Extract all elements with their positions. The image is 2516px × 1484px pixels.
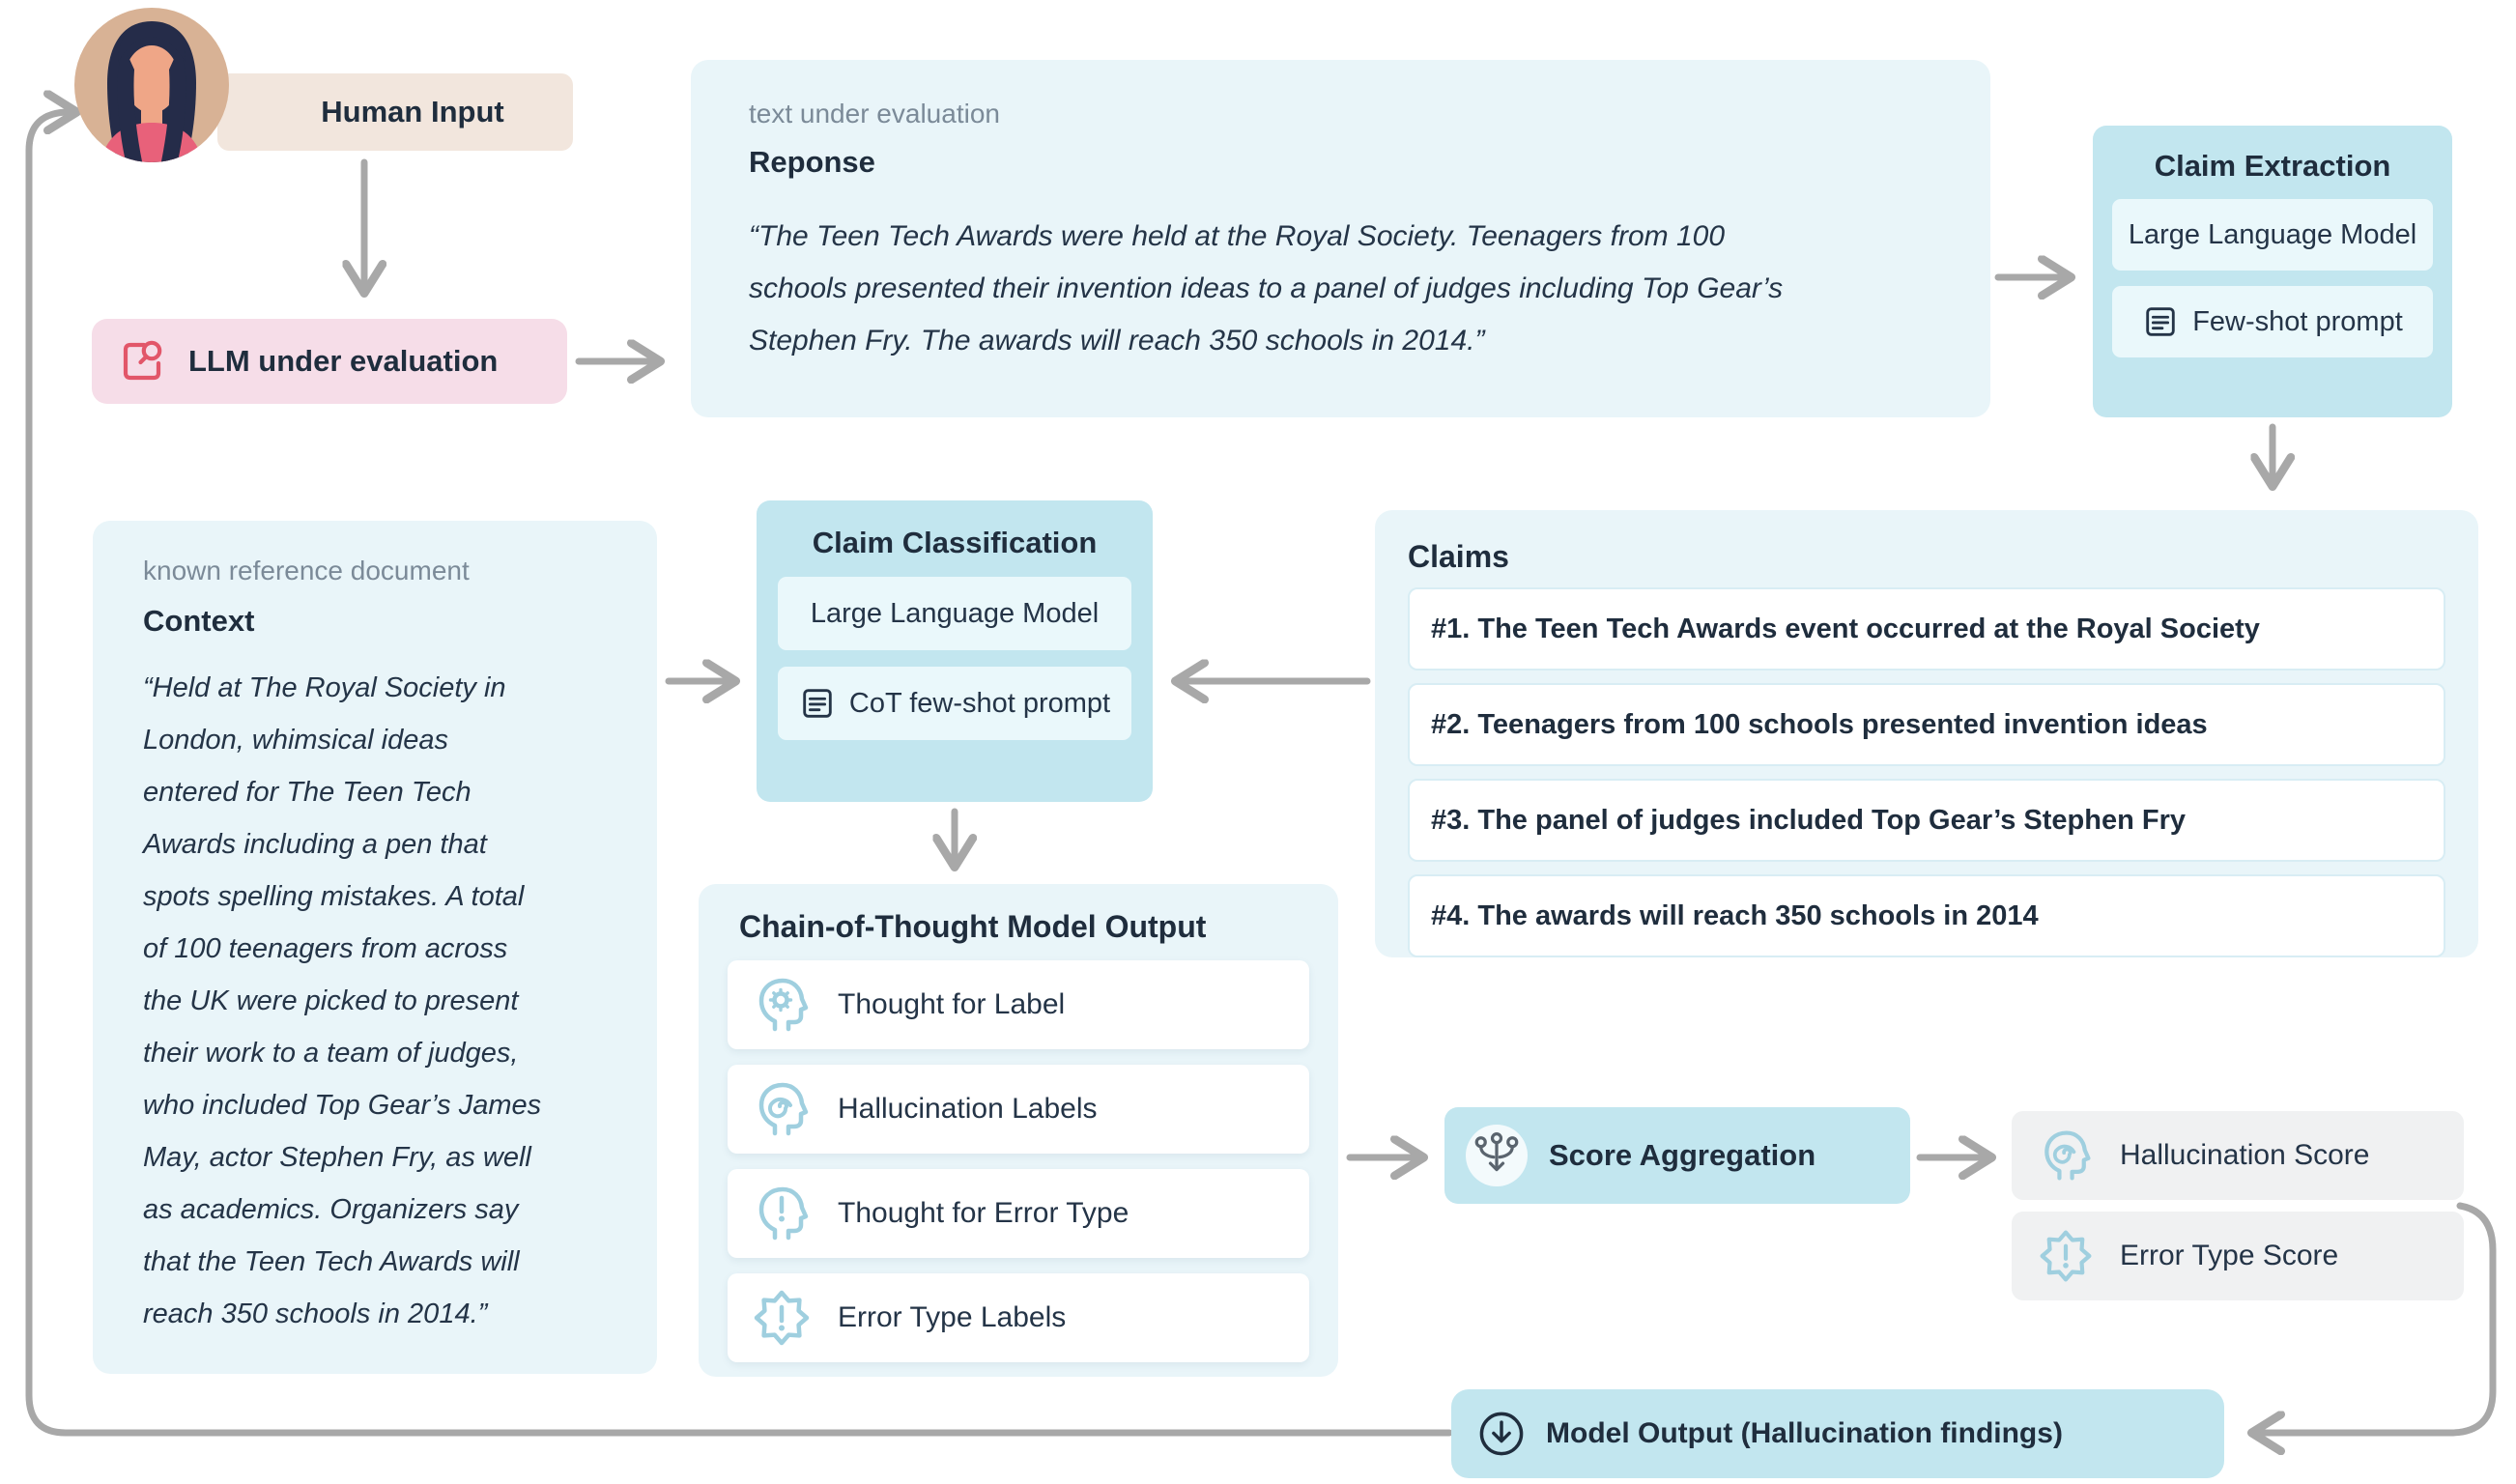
claim-classification-title: Claim Classification	[812, 526, 1098, 559]
context-quote-line: as academics. Organizers say	[143, 1194, 519, 1225]
llm-under-evaluation-box: LLM under evaluation	[92, 319, 567, 404]
cot-title: Chain-of-Thought Model Output	[739, 909, 1207, 944]
claim-classification-box: Claim Classification Large Language Mode…	[757, 500, 1153, 802]
context-quote-line: London, whimsical ideas	[143, 725, 448, 756]
arrow-model-output-to-human-loop	[25, 112, 1453, 1437]
claim-text: #4. The awards will reach 350 schools in…	[1431, 899, 2039, 931]
model-output-label: Model Output (Hallucination findings)	[1546, 1417, 2063, 1449]
response-quote-line: schools presented their invention ideas …	[749, 272, 1784, 304]
download-circle-icon	[1479, 1412, 1524, 1456]
cot-row-thought-for-label: Thought for Label	[728, 960, 1309, 1049]
cot-row-error-type-labels: Error Type Labels	[728, 1273, 1309, 1362]
claim-extraction-title: Claim Extraction	[2154, 149, 2391, 183]
error-type-score-box: Error Type Score	[2012, 1212, 2464, 1300]
cot-row-thought-for-error-type: Thought for Error Type	[728, 1169, 1309, 1258]
context-tag: known reference document	[143, 556, 470, 585]
context-quote-line: their work to a team of judges,	[143, 1038, 519, 1069]
claim-text: #2. Teenagers from 100 schools presented…	[1431, 708, 2208, 740]
claim-classification-prompt-label: CoT few-shot prompt	[848, 687, 1111, 719]
cot-row-hallucination-labels: Hallucination Labels	[728, 1065, 1309, 1154]
badge-exclamation-icon	[2040, 1230, 2092, 1282]
model-output-box: Model Output (Hallucination findings)	[1451, 1389, 2224, 1478]
claim-extraction-prompt-label: Few-shot prompt	[2192, 305, 2403, 337]
context-quote-line: Awards including a pen that	[143, 829, 487, 860]
claim-row: #3. The panel of judges included Top Gea…	[1408, 779, 2445, 862]
response-panel: text under evaluation Reponse “The Teen …	[691, 60, 1990, 417]
context-quote-line: “Held at The Royal Society in	[143, 672, 506, 703]
response-quote-line: Stephen Fry. The awards will reach 350 s…	[749, 325, 1485, 357]
claim-classification-model-box: Large Language Model	[778, 577, 1131, 650]
claim-extraction-box: Claim Extraction Large Language Model Fe…	[2093, 126, 2452, 417]
claim-extraction-prompt-box: Few-shot prompt	[2112, 286, 2433, 357]
llm-under-evaluation-label: LLM under evaluation	[188, 344, 499, 378]
cot-row-label: Error Type Labels	[838, 1301, 1067, 1333]
response-quote-line: “The Teen Tech Awards were held at the R…	[749, 220, 1726, 252]
claim-row: #2. Teenagers from 100 schools presented…	[1408, 683, 2445, 766]
context-quote-line: the UK were picked to present	[143, 985, 519, 1016]
claims-panel: Claims #1. The Teen Tech Awards event oc…	[1375, 510, 2478, 957]
head-spiral-icon	[2044, 1130, 2091, 1181]
arrow-scores-to-model-output	[2257, 1202, 2497, 1433]
response-tag: text under evaluation	[749, 99, 1000, 128]
claim-row: #4. The awards will reach 350 schools in…	[1408, 874, 2445, 957]
response-quote: “The Teen Tech Awards were held at the R…	[749, 211, 1932, 367]
badge-exclamation-icon	[754, 1290, 810, 1346]
cot-row-label: Hallucination Labels	[838, 1093, 1098, 1125]
merge-arrow-icon-circle	[1466, 1125, 1528, 1186]
context-quote-line: who included Top Gear’s James	[143, 1090, 542, 1121]
response-title: Reponse	[749, 145, 875, 179]
cot-row-label: Thought for Error Type	[838, 1197, 1129, 1229]
context-quote-line: May, actor Stephen Fry, as well	[143, 1142, 531, 1173]
context-quote: “Held at The Royal Society in London, wh…	[143, 662, 607, 1340]
context-quote-line: reach 350 schools in 2014.”	[143, 1298, 488, 1329]
claim-row: #1. The Teen Tech Awards event occurred …	[1408, 587, 2445, 671]
context-quote-line: that the Teen Tech Awards will	[143, 1246, 520, 1277]
head-exclamation-icon	[758, 1186, 809, 1241]
head-gear-icon	[758, 978, 809, 1032]
head-spiral-icon	[758, 1082, 809, 1136]
context-quote-line: entered for The Teen Tech	[143, 777, 472, 808]
claim-classification-model-label: Large Language Model	[810, 597, 1100, 629]
prompt-document-icon	[803, 689, 832, 718]
human-input-label-box: Human Input	[217, 73, 573, 151]
score-aggregation-label: Score Aggregation	[1549, 1138, 1816, 1172]
document-magnifier-icon	[123, 340, 162, 381]
claim-text: #3. The panel of judges included Top Gea…	[1431, 804, 2186, 836]
context-quote-line: of 100 teenagers from across	[143, 933, 508, 964]
cot-row-label: Thought for Label	[838, 988, 1066, 1020]
claim-extraction-model-label: Large Language Model	[2128, 218, 2417, 250]
hallucination-score-box: Hallucination Score	[2012, 1111, 2464, 1200]
claims-title: Claims	[1408, 539, 1509, 574]
score-aggregation-box: Score Aggregation	[1444, 1107, 1910, 1204]
context-quote-line: spots spelling mistakes. A total	[143, 881, 525, 912]
claim-classification-prompt-box: CoT few-shot prompt	[778, 667, 1131, 740]
context-title: Context	[143, 604, 255, 638]
claim-extraction-model-box: Large Language Model	[2112, 199, 2433, 271]
claim-text: #1. The Teen Tech Awards event occurred …	[1431, 613, 2260, 644]
human-input-label: Human Input	[321, 95, 504, 128]
error-type-score-label: Error Type Score	[2120, 1240, 2339, 1271]
merge-arrow-icon	[1474, 1132, 1519, 1172]
cot-model-output-panel: Chain-of-Thought Model Output Thought fo…	[699, 884, 1338, 1377]
hallucination-score-label: Hallucination Score	[2120, 1139, 2370, 1171]
human-avatar	[74, 8, 229, 162]
context-panel: known reference document Context “Held a…	[93, 521, 657, 1374]
prompt-document-icon	[2146, 307, 2175, 336]
